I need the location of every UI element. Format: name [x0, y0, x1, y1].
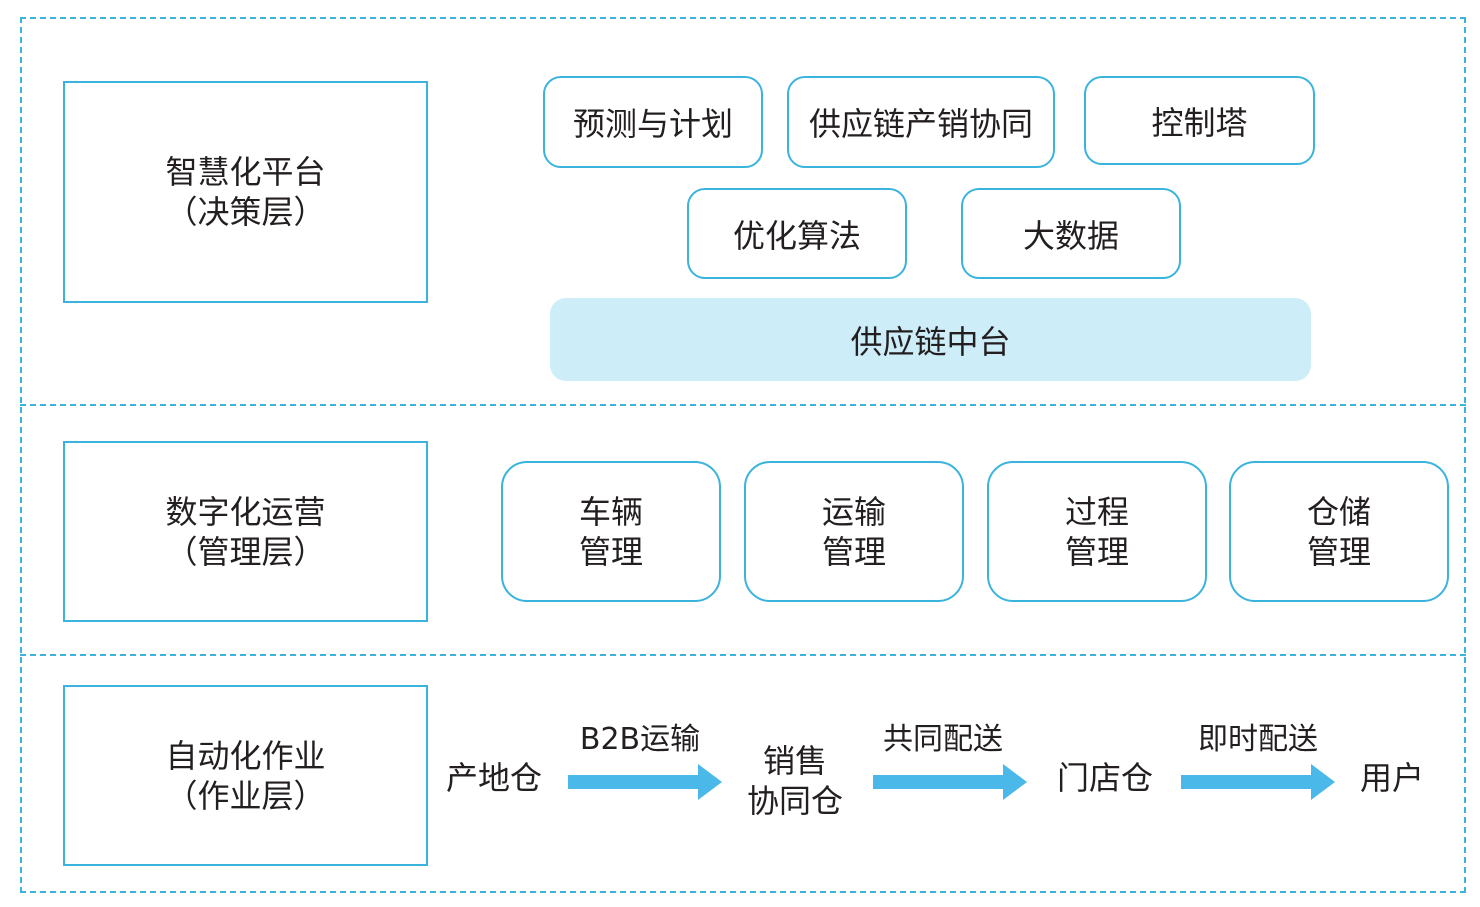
module-line: 管理: [578, 532, 643, 571]
layer-divider-lower: [20, 654, 1466, 656]
module-big-data: 大数据: [961, 188, 1181, 279]
decision-layer-box: 智慧化平台 （决策层）: [63, 81, 428, 303]
node-line: 协同仓: [746, 782, 843, 820]
node-line: 产地仓: [445, 759, 542, 797]
module-line: 车辆: [578, 492, 643, 531]
layer-divider-upper: [20, 404, 1466, 406]
operation-layer-subtitle: （作业层）: [165, 776, 326, 815]
module-vehicle-management: 车辆 管理: [501, 461, 721, 602]
management-layer-box: 数字化运营 （管理层）: [63, 441, 428, 622]
edge-label-joint-delivery: 共同配送: [883, 722, 1003, 757]
module-transport-management: 运输 管理: [744, 461, 964, 602]
module-process-management: 过程 管理: [987, 461, 1207, 602]
arrow-right-icon: [568, 764, 722, 800]
module-warehouse-management: 仓储 管理: [1229, 461, 1449, 602]
node-store-warehouse: 门店仓: [1053, 758, 1157, 798]
module-line: 管理: [1064, 532, 1129, 571]
node-sales-collab-warehouse: 销售 协同仓: [740, 741, 850, 821]
node-line: 销售: [762, 742, 827, 780]
node-user: 用户: [1356, 758, 1428, 798]
module-line: 仓储: [1306, 492, 1371, 531]
decision-layer-title: 智慧化平台: [165, 153, 326, 191]
node-line: 门店仓: [1056, 759, 1153, 797]
module-supply-chain-sync: 供应链产销协同: [787, 76, 1055, 168]
module-control-tower: 控制塔: [1084, 76, 1315, 165]
node-origin-warehouse: 产地仓: [442, 758, 546, 798]
supply-chain-middle-platform: 供应链中台: [550, 298, 1311, 381]
outer-frame: [20, 17, 1466, 893]
operation-layer-box: 自动化作业 （作业层）: [63, 685, 428, 866]
module-line: 过程: [1064, 492, 1129, 531]
edge-label-b2b-transport: B2B运输: [579, 722, 701, 757]
arrow-right-icon: [873, 764, 1027, 800]
management-layer-title: 数字化运营: [165, 492, 326, 531]
module-line: 运输: [821, 492, 886, 531]
module-forecast-plan: 预测与计划: [543, 76, 763, 168]
module-optimization-algorithm: 优化算法: [687, 188, 907, 279]
arrow-right-icon: [1181, 764, 1335, 800]
module-line: 管理: [821, 532, 886, 571]
edge-label-instant-delivery: 即时配送: [1198, 722, 1318, 757]
decision-layer-subtitle: （决策层）: [165, 193, 326, 231]
node-line: 用户: [1359, 759, 1424, 797]
operation-layer-title: 自动化作业: [165, 736, 326, 775]
management-layer-subtitle: （管理层）: [165, 532, 326, 571]
module-line: 管理: [1306, 532, 1371, 571]
